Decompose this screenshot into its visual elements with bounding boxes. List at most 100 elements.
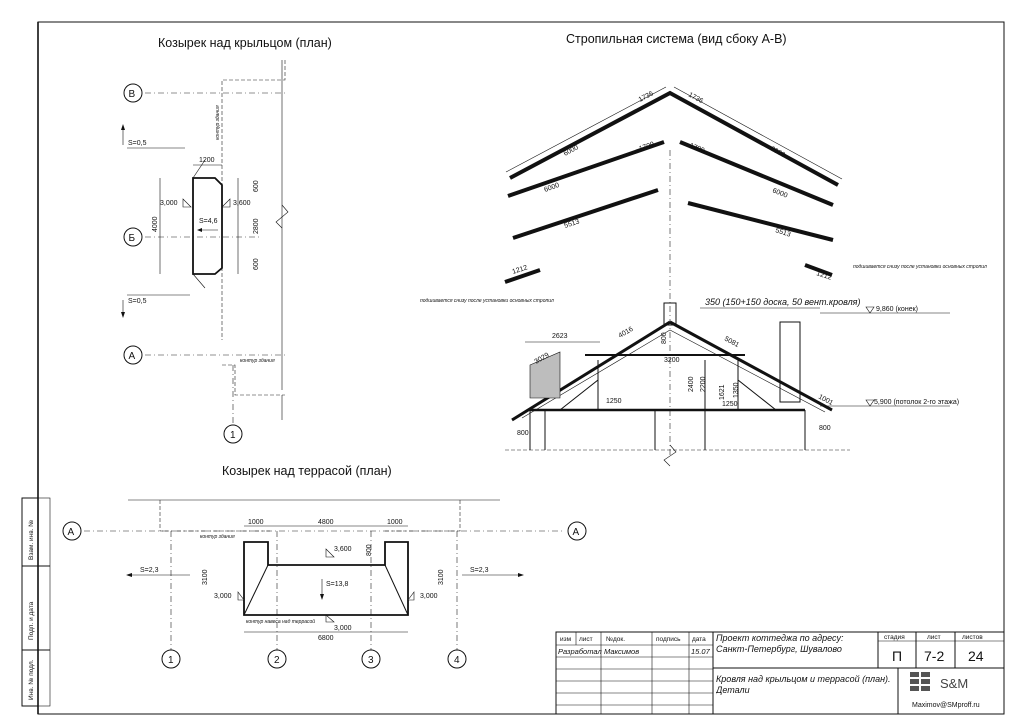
- section-roof-left: [511, 320, 671, 422]
- terrace-slope-l-mark: [237, 591, 245, 601]
- tb-project: Проект коттеджа по адресу: Санкт-Петербу…: [716, 633, 844, 654]
- dim-1621: 1621: [719, 384, 726, 400]
- rafter-note-left: подшивается снизу после установки основн…: [420, 298, 554, 304]
- level-ceiling-mark: [865, 399, 875, 407]
- terrace-contour-r: [385, 500, 461, 532]
- terrace-dim-1000-r: 1000: [387, 519, 403, 526]
- porch-dim-1200: 1200: [199, 157, 215, 164]
- company-logo: [910, 672, 930, 691]
- rafter-2-len-l: 1709: [638, 141, 655, 153]
- terrace-axis-label-a-l: А: [68, 527, 75, 538]
- axis-bubble-b: [123, 227, 143, 247]
- title-block-frame: [555, 631, 1005, 715]
- section-brace-l: [559, 379, 599, 411]
- rafter-1-total-r: 6000: [769, 146, 786, 160]
- building-contour: [221, 60, 286, 340]
- level-ceiling: 5,900 (потолок 2-го этажа): [874, 399, 959, 406]
- terrace-dim-6800: 6800: [318, 635, 334, 642]
- terrace-dim-3000-b: 3,000: [334, 625, 352, 632]
- axis-label-v: В: [129, 89, 136, 100]
- tb-h-list: лист: [579, 636, 593, 643]
- dim-5081: 5081: [723, 336, 740, 350]
- terrace-note-contour: контур здания: [200, 534, 235, 540]
- dim-2200: 2200: [700, 376, 707, 392]
- rafter-2-total-l: 6000: [543, 182, 560, 194]
- terrace-axis-label-a-r: А: [573, 527, 580, 538]
- dim-2400: 2400: [688, 376, 695, 392]
- axis-label-a: А: [129, 351, 136, 362]
- section-chimney-right: [779, 321, 801, 403]
- terrace-area-right: S=2,3: [470, 567, 489, 574]
- porch-arrow-down-head: [121, 312, 125, 318]
- terrace-dim-3100-l: 3100: [202, 569, 209, 585]
- tb-v-stadia: П: [892, 648, 902, 664]
- side-stamp-f2: Подп. и дата: [28, 601, 35, 640]
- porch-note-contour-bottom: контур здания: [240, 358, 275, 364]
- terrace-axis-bubble-4: [447, 649, 467, 669]
- tb-h-podpis: подпись: [656, 636, 681, 643]
- level-ridge: 9,860 (конек): [876, 306, 918, 313]
- terrace-dim-3000-r: 3,000: [420, 593, 438, 600]
- dim-2623: 2623: [552, 333, 568, 340]
- section-roof-right: [669, 320, 833, 412]
- rafter-row-1-dim-r: [673, 86, 843, 180]
- axis-bubble-1: [223, 424, 243, 444]
- rafter-row-3-right: [687, 201, 834, 242]
- tb-h-stadia: стадия: [884, 634, 905, 641]
- rafter-row-2-right: [679, 140, 834, 207]
- porch-plan: Козырек над крыльцом (план) В Б А 1 1200…: [121, 36, 332, 444]
- building-contour-bottom: [222, 364, 285, 396]
- axis-bubble-v: [123, 83, 143, 103]
- axis-label-b: Б: [129, 233, 136, 244]
- terrace-dim-800: 800: [366, 544, 373, 556]
- tb-role: Разработал: [558, 647, 602, 656]
- section-roof-under-l: [521, 329, 671, 419]
- rafter-2-len-r: 1709: [688, 142, 705, 154]
- terrace-dim-4800: 4800: [318, 519, 334, 526]
- tb-project-box: Проект коттеджа по адресу: Санкт-Петербу…: [716, 633, 844, 654]
- porch-dim-600-top: 600: [253, 180, 260, 192]
- dim-4016: 4016: [618, 326, 635, 340]
- terrace-area-left: S=2,3: [140, 567, 159, 574]
- dim-800-top: 800: [661, 332, 668, 344]
- rafter-system: Стропильная система (вид сбоку А-В) 1736…: [420, 32, 987, 467]
- level-ridge-mark: [865, 306, 875, 314]
- terrace-dim-3100-r: 3100: [438, 569, 445, 585]
- dim-1350: 1350: [733, 382, 740, 398]
- terrace-canopy-outline: [243, 541, 409, 616]
- dim-1250-r: 1250: [722, 401, 738, 408]
- terrace-axis-bubble-a-r: [567, 521, 587, 541]
- terrace-arrow-left-head: [126, 573, 132, 577]
- terrace-axis-label-1: 1: [168, 655, 174, 666]
- porch-dim-3000: 3,000: [160, 200, 178, 207]
- side-stamp: Взам. инв. № Подп. и дата Инв. № подл.: [21, 497, 51, 707]
- porch-dim-4000: 4000: [152, 216, 159, 232]
- rafter-short-right: [804, 263, 833, 277]
- terrace-dim-3600: 3,600: [334, 546, 352, 553]
- tb-h-ndok: №док.: [606, 636, 625, 643]
- porch-slope-mark-right: [221, 198, 231, 208]
- rafter-short-left: [504, 268, 541, 284]
- section-shingle-area: [529, 351, 561, 399]
- tb-date: 15.07: [691, 647, 711, 656]
- porch-arrow-up-head: [121, 124, 125, 130]
- rafter-3-len-r: 5513: [774, 227, 791, 239]
- terrace-slope-arrowhead: [320, 594, 324, 600]
- axis-bubble-a: [123, 345, 143, 365]
- porch-note-contour-top: контур здания: [215, 105, 221, 140]
- tb-sheet-title-box: Кровля над крыльцом и террасой (план). Д…: [716, 674, 891, 695]
- rafter-3-len-l: 5513: [563, 218, 580, 230]
- porch-dim-3600: 3,600: [233, 200, 251, 207]
- terrace-axis-label-2: 2: [274, 655, 280, 666]
- axis-label-1: 1: [230, 430, 236, 441]
- sheet-frame: [37, 21, 1005, 715]
- rafter-row-2: [507, 140, 665, 198]
- terrace-area-main: S=13,8: [326, 581, 348, 588]
- tb-h-sheets: листов: [962, 634, 983, 641]
- section-break: [663, 444, 677, 467]
- side-stamp-f1: Взам. инв. №: [28, 520, 35, 560]
- dim-1250-l: 1250: [606, 398, 622, 405]
- porch-dim-600-bot: 600: [253, 258, 260, 270]
- tb-h-izm: изм: [560, 636, 572, 643]
